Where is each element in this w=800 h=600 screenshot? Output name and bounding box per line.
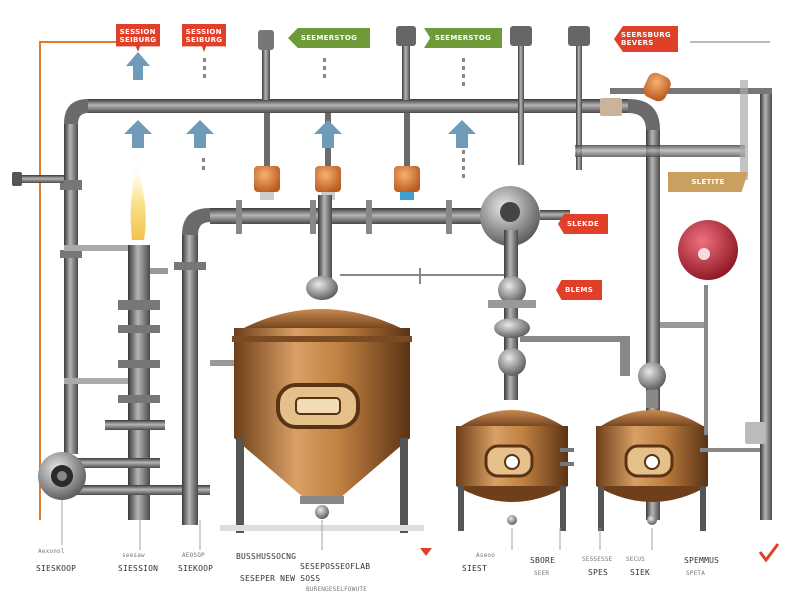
bottom-label-2-top: seesaw [122, 552, 145, 559]
whirlpool-tank [596, 362, 765, 531]
bottom-label-2-bottom: SIESSION [118, 564, 159, 573]
label-leader-lines [61, 500, 653, 550]
temperature-sensor[interactable] [641, 70, 674, 104]
mash-tun-inlet [306, 195, 510, 300]
pressure-gauge-red[interactable] [678, 220, 738, 435]
bottom-label-3-top: AEOSOP [182, 552, 205, 559]
bottom-label-4-bottom: SESEPER NEW SOSS [240, 574, 321, 583]
bottom-label-7-top: SBORE [530, 556, 556, 565]
mash-feed-pipe [174, 200, 490, 525]
bottom-label-8-top: SESSESSE [582, 556, 613, 563]
amber-valve-3[interactable] [394, 166, 420, 200]
left-down-pipe [12, 124, 82, 454]
bottom-label-9-top: SECUS [626, 556, 646, 563]
amber-valve-1[interactable] [254, 166, 280, 200]
side-tag-3: BLEMS [556, 280, 602, 300]
mash-tun [220, 309, 424, 533]
side-tag-2: SLEKDE [558, 214, 608, 234]
boil-kettle [456, 410, 574, 531]
top-tag-3: SEEMERSTOG [288, 28, 370, 48]
bottom-label-5-top: SESEPOSSEOFLAB [300, 562, 371, 571]
checkmark-icon [758, 543, 780, 563]
main-steam-valve[interactable] [480, 186, 570, 246]
bottom-label-3-bottom: SIEKOOP [178, 564, 214, 573]
side-bypass-line [660, 80, 748, 328]
bottom-label-4-top: BUSSHUSSOCNG [236, 552, 297, 561]
flame-icon [130, 165, 146, 240]
arrow-down-icon [420, 548, 432, 556]
top-manifold-pipe [64, 99, 660, 130]
bottom-label-8-bottom: SPES [588, 568, 609, 577]
bottom-label-6-top: Aseoo [476, 552, 496, 559]
kettle-column [488, 230, 630, 400]
dotted-indicators [202, 58, 465, 178]
bottom-label-1-bottom: SIESKOOP [36, 564, 77, 573]
top-tag-4: SEEMERSTOG [424, 28, 502, 48]
amber-valve-2[interactable] [315, 166, 341, 200]
valve-stems [258, 26, 745, 170]
bottom-label-9-bottom: SIEK [630, 568, 651, 577]
amber-valve-lines [264, 113, 410, 168]
bottom-label-10-top: SPEMMUS [684, 556, 720, 565]
control-line-left [39, 41, 116, 520]
bottom-label-7-bottom: SEER [534, 570, 550, 577]
top-tag-5: SEERSBURG BEVERS [614, 26, 678, 52]
heat-exchanger-column [64, 245, 168, 520]
side-tag-1: SLETITE [668, 172, 748, 192]
bottom-label-1-top: Aexonol [38, 548, 65, 555]
arrow-up-icon [124, 52, 476, 148]
pump-icon[interactable] [38, 452, 210, 500]
bottom-label-6-bottom: SIEST [462, 564, 488, 573]
bottom-label-10-bottom: SPETA [686, 570, 706, 577]
bottom-label-5-bottom: BURENGESELFOWUTE [306, 586, 367, 593]
